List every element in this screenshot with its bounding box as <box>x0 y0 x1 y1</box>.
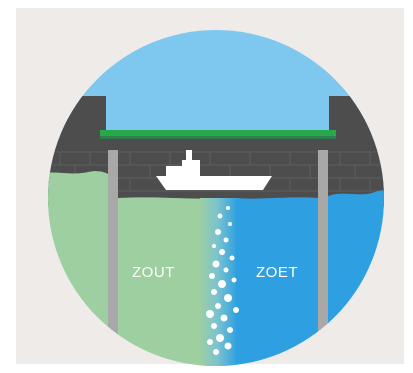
bridge-deck <box>100 130 336 137</box>
salt-water-label: ZOUT <box>132 264 175 281</box>
bridge-deck-shadow <box>100 136 336 139</box>
fresh-water-label: ZOET <box>256 264 298 281</box>
